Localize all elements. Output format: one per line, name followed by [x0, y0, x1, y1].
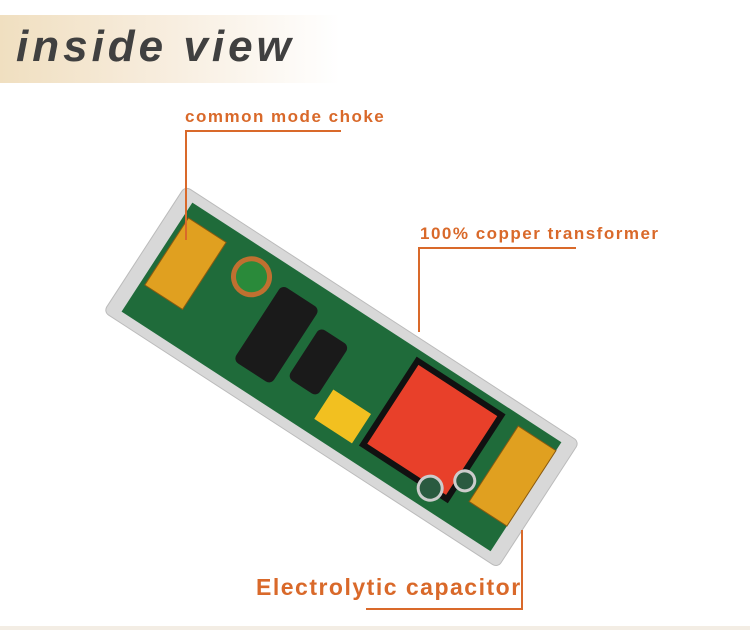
filter-capacitor-2 [289, 329, 348, 395]
leader-line-capacitor [366, 608, 523, 610]
leader-line-transformer [418, 247, 576, 249]
label-electrolytic-capacitor: Electrolytic capacitor [256, 574, 522, 600]
label-common-mode-choke: common mode choke [185, 107, 386, 126]
label-copper-transformer: 100% copper transformer [420, 224, 660, 243]
leader-line-capacitor-vertical [521, 530, 523, 610]
output-terminal [468, 425, 557, 527]
filter-capacitor [235, 287, 318, 383]
page-title: inside view [16, 22, 295, 71]
title-banner [0, 15, 340, 83]
leader-line-choke [185, 130, 341, 132]
input-terminal [144, 217, 227, 311]
bottom-strip [0, 626, 750, 630]
output-capacitor [416, 474, 444, 502]
choke-coil [231, 256, 273, 298]
output-capacitor-2 [453, 469, 477, 493]
x-capacitor [314, 389, 372, 444]
leader-line-choke-vertical [185, 130, 187, 240]
leader-line-transformer-vertical [418, 247, 420, 332]
transformer [358, 356, 506, 504]
